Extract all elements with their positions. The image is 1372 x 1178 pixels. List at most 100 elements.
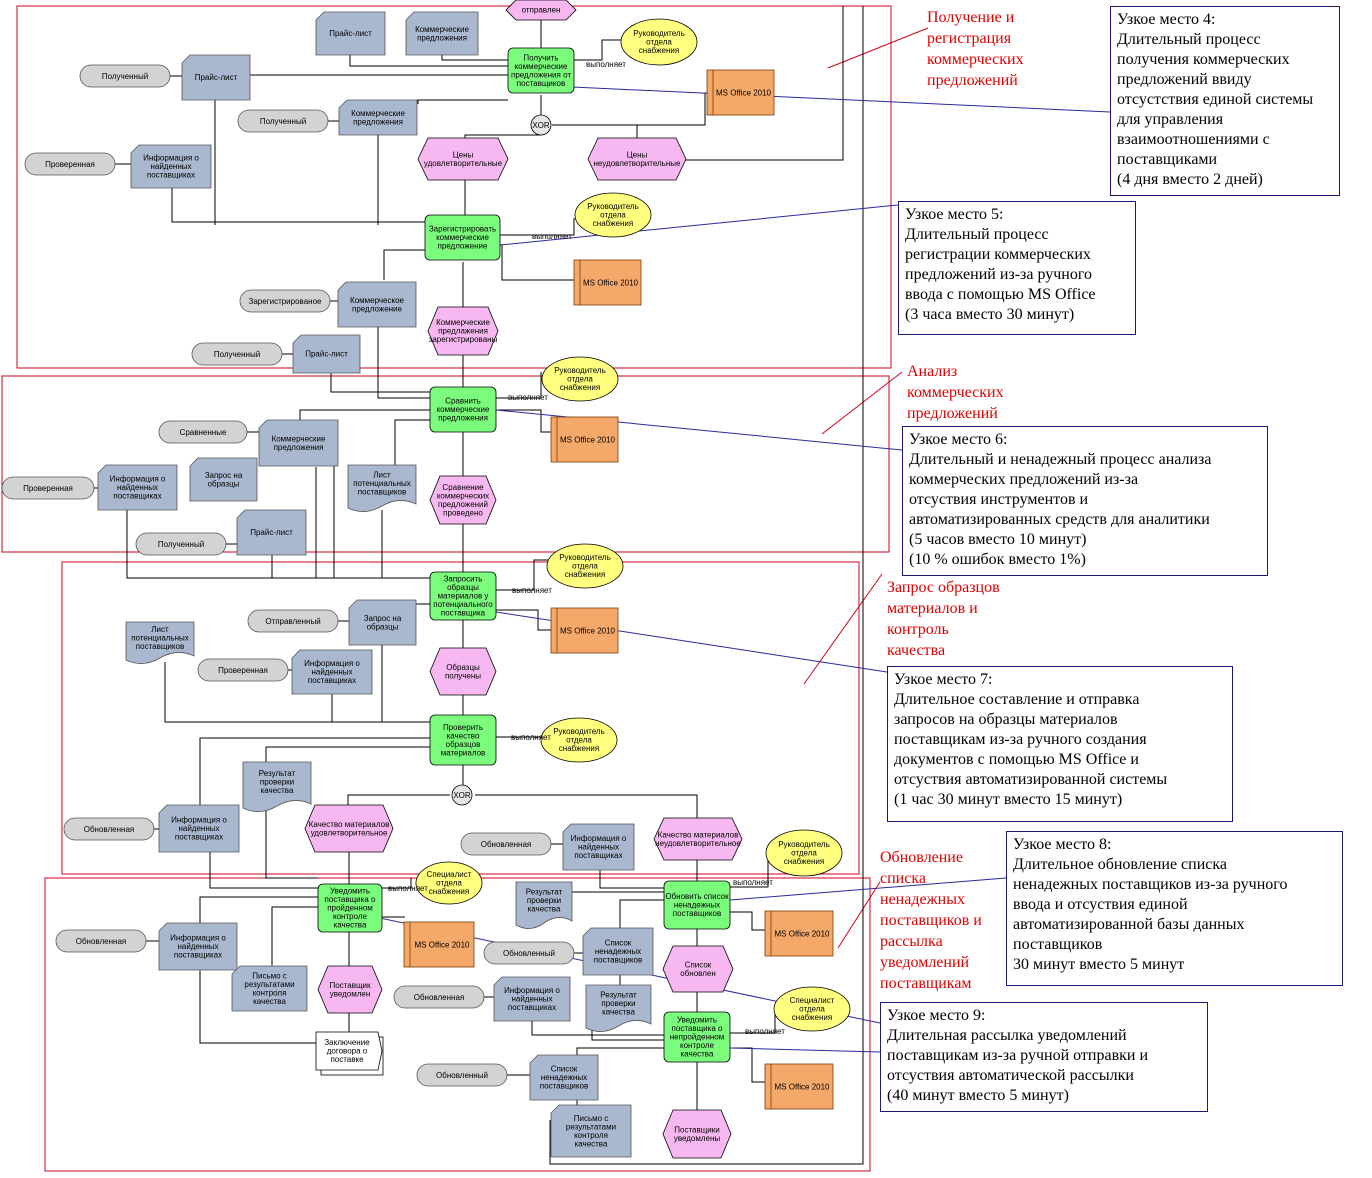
event-label: Поставщик xyxy=(329,981,371,990)
status-label: Обновленный xyxy=(436,1071,488,1080)
status-pill xyxy=(393,985,485,1009)
role-label: отдела xyxy=(791,849,817,858)
flow-connector xyxy=(299,409,432,420)
flow-connector xyxy=(500,244,574,281)
role-ellipse xyxy=(620,18,698,66)
document-label: поставщиков xyxy=(358,488,406,497)
lane-title: материалов и xyxy=(887,600,978,617)
document-label: Информация о xyxy=(304,659,360,668)
bottleneck-note: Узкое место 9:Длительная рассылка уведом… xyxy=(880,1002,1208,1112)
event-label: удовлетворительные xyxy=(424,159,503,168)
bottleneck-text: (3 часа вместо 30 минут) xyxy=(905,306,1075,323)
role-ellipse xyxy=(540,717,618,763)
document xyxy=(258,419,339,467)
bottleneck-title: Узкое место 5: xyxy=(905,206,1004,223)
bottleneck-text: Длительный процесс xyxy=(905,226,1049,243)
function-label: Проверить xyxy=(443,723,483,732)
system-label: MS Office 2010 xyxy=(716,89,772,98)
flow-connector xyxy=(464,134,541,138)
role-label: Руководитель xyxy=(633,29,685,38)
status-pill xyxy=(237,109,329,133)
bottleneck-text: Длительное составление и отправка xyxy=(894,691,1140,708)
role-label: Специалист xyxy=(427,870,472,879)
document-label: Информация о xyxy=(170,934,226,943)
document-label: проверки xyxy=(601,999,635,1008)
function-label: потенциального xyxy=(433,600,493,609)
document-label: проверки xyxy=(527,896,561,905)
bottleneck-text: Длительный и ненадежный процесс анализа xyxy=(909,451,1212,468)
role-label: Руководитель xyxy=(554,366,606,375)
document xyxy=(292,334,361,374)
bottleneck-link xyxy=(729,877,1007,901)
function-label: образцы xyxy=(447,583,479,592)
role-label: снабжения xyxy=(560,383,600,392)
bottleneck-text: поставщикам из-за ручного создания xyxy=(894,731,1147,748)
flow-connector xyxy=(591,1030,664,1041)
bottleneck-text: отсуствия автоматизированной системы xyxy=(894,771,1168,788)
function-label: Уведомить xyxy=(330,887,370,896)
document-label: предложения xyxy=(353,117,403,126)
it-system xyxy=(764,910,834,957)
document-label: проверки xyxy=(260,778,294,787)
function-step xyxy=(429,714,497,766)
event-label: Список xyxy=(685,960,712,969)
document-label: качества xyxy=(602,1008,635,1017)
document-label: Заключение xyxy=(324,1038,370,1047)
flow-connector xyxy=(349,55,508,67)
bottleneck-text: ненадежных поставщиков из-за ручного xyxy=(1013,876,1288,893)
event xyxy=(662,1109,732,1159)
role-label: отдела xyxy=(572,562,598,571)
document xyxy=(181,54,251,101)
bottleneck-text: Длительный процесс xyxy=(1117,31,1261,48)
bottleneck-text: автоматизированных средств для аналитики xyxy=(909,511,1210,528)
document-label: найденных xyxy=(311,668,352,677)
bottleneck-link xyxy=(499,204,899,246)
document-label: Список xyxy=(605,939,632,948)
flow-connector xyxy=(637,6,844,161)
status-pill xyxy=(63,817,155,841)
function-label: ненадежных xyxy=(674,901,720,910)
flow-connector xyxy=(271,906,318,966)
status-label: Сравненные xyxy=(180,428,227,437)
document-label: предложения xyxy=(417,33,467,42)
bottleneck-title: Узкое место 8: xyxy=(1013,836,1112,853)
event xyxy=(427,306,499,356)
event-label: зарегистрированы xyxy=(429,335,498,344)
function-label: коммерческие xyxy=(437,405,490,414)
it-system xyxy=(403,921,475,968)
bottleneck-text: (10 % ошибок вместо 1%) xyxy=(909,551,1086,568)
bottleneck-text: Длительная рассылка уведомлений xyxy=(887,1027,1127,1044)
document-label: Информация о xyxy=(110,475,166,484)
function-label: материалов у xyxy=(438,592,489,601)
event-label: Цены xyxy=(453,150,474,159)
document-label: договора о xyxy=(327,1047,368,1056)
event xyxy=(429,647,497,696)
flow-connector xyxy=(552,124,638,138)
lane-title: поставщиков и xyxy=(880,912,982,929)
document-label: найденных xyxy=(178,824,219,833)
function-label: поставщика xyxy=(441,609,486,618)
function-label: Уведомить xyxy=(677,1016,717,1025)
lane-title: Обновление xyxy=(880,849,963,866)
role-label: снабжения xyxy=(792,1013,832,1022)
document xyxy=(515,881,573,929)
function-step xyxy=(663,880,731,930)
event-label: отправлен xyxy=(522,6,561,15)
status-pill xyxy=(460,832,552,856)
status-label: Обновленная xyxy=(84,825,134,834)
role-label: отдела xyxy=(799,1005,825,1014)
status-pill xyxy=(135,532,227,556)
role-label: снабжения xyxy=(559,744,599,753)
function-label: Зарегистрировать xyxy=(429,225,496,234)
document xyxy=(158,804,240,853)
bottleneck-text: предложений из-за ручного xyxy=(905,266,1093,283)
lane-title: предложений xyxy=(927,72,1018,89)
bottleneck-text: (4 дня вместо 2 дней) xyxy=(1117,171,1263,188)
function-label: коммерческие xyxy=(515,62,568,71)
status-label: Обновленная xyxy=(76,937,126,946)
bottleneck-link xyxy=(729,1047,881,1053)
function-label: коммерческие xyxy=(436,233,489,242)
document-label: Прайс-лист xyxy=(329,29,372,38)
document xyxy=(231,965,308,1012)
function-label: предложение xyxy=(438,242,489,251)
